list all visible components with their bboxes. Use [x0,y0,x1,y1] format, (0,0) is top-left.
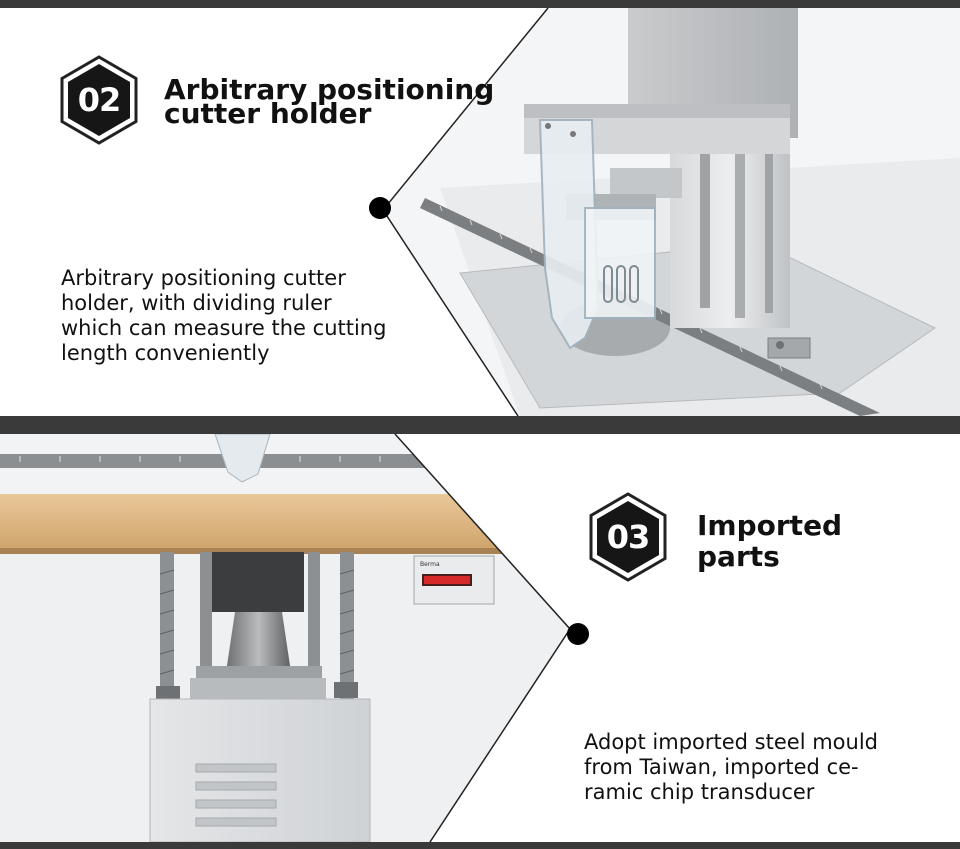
top-divider [0,0,960,8]
hexagon-icon [589,492,667,582]
transducer-photo: Berma [0,434,570,842]
step-number: 02 [77,81,122,119]
cutter-holder-photo [383,8,960,416]
section-02-artwork [369,8,960,416]
feature-title-line-1: Arbitrary positioning [164,73,495,106]
pointer-dot [567,623,589,645]
step-02-badge: 02 [60,55,138,145]
bottom-divider [0,842,960,849]
hexagon-icon [60,55,138,145]
section-03-artwork: Berma [0,434,589,842]
middle-divider [0,416,960,434]
feature-title-line-2: cutter holder [164,97,372,130]
step-03-badge: 03 [589,492,667,582]
feature-title-line-1: Imported [697,509,843,542]
pointer-dot [369,197,391,219]
feature-description: Adopt imported steel mould from Taiwan, … [584,730,878,804]
feature-section-03: Berma 03 Imported parts Adopt imported s… [0,434,960,842]
feature-description: Arbitrary positioning cutter holder, wit… [61,266,387,365]
feature-title: Arbitrary positioning cutter holder [164,73,495,130]
feature-title: Imported parts [697,510,842,572]
feature-section-02: 02 Arbitrary positioning cutter holder A… [0,8,960,416]
counter-brand-label: Berma [420,561,440,568]
feature-title-line-2: parts [697,540,780,573]
step-number: 03 [606,518,651,556]
